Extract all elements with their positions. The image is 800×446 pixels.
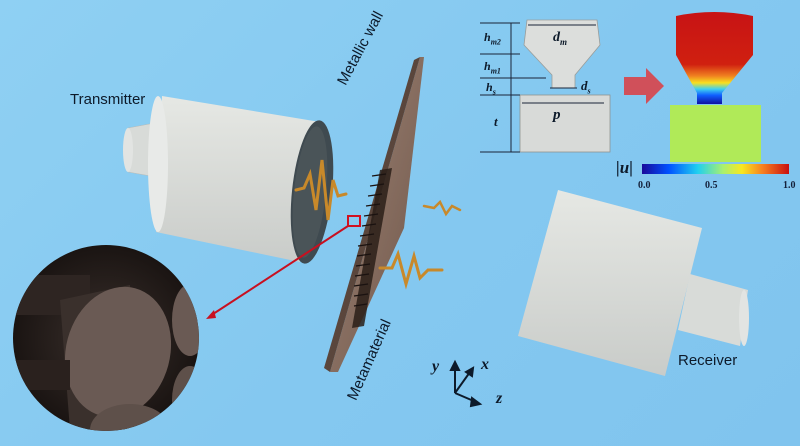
axis-y-label: y (432, 358, 440, 375)
acoustic-wave-incident (294, 159, 348, 221)
axis-x-label: x (481, 356, 489, 373)
colorbar (642, 164, 789, 174)
metallic-wall (324, 57, 424, 372)
transform-arrow (624, 68, 664, 104)
acoustic-wave-transmitted-weak (422, 199, 462, 217)
dim-dm-label: dm (553, 30, 568, 47)
receiver-label: Receiver (678, 352, 738, 369)
colorbar-tick-0: 0.0 (638, 180, 651, 191)
acoustic-wave-transmitted (378, 249, 444, 290)
colorbar-label: |u| (616, 158, 633, 177)
zoom-inset (13, 245, 199, 431)
transmitter-transducer (123, 96, 334, 264)
receiver-transducer (518, 190, 749, 376)
dim-p-label: p (553, 107, 561, 123)
colorbar-tick-2: 1.0 (783, 180, 796, 191)
zoom-pointer-line (209, 225, 349, 317)
transmitter-label: Transmitter (70, 91, 146, 108)
dim-hs-label: hs (486, 80, 496, 97)
displacement-simulation (670, 12, 761, 162)
coordinate-axes (449, 359, 483, 408)
metamaterial-array (352, 168, 392, 328)
dim-hm1-label: hm1 (484, 59, 501, 76)
zoom-region-marker (347, 215, 361, 227)
dim-hm2-label: hm2 (484, 30, 501, 47)
dim-t-label: t (494, 114, 498, 129)
colorbar-tick-1: 0.5 (705, 180, 718, 191)
dim-ds-label: ds (581, 78, 591, 96)
axis-z-label: z (496, 390, 503, 407)
unit-cell-schematic (480, 19, 611, 153)
